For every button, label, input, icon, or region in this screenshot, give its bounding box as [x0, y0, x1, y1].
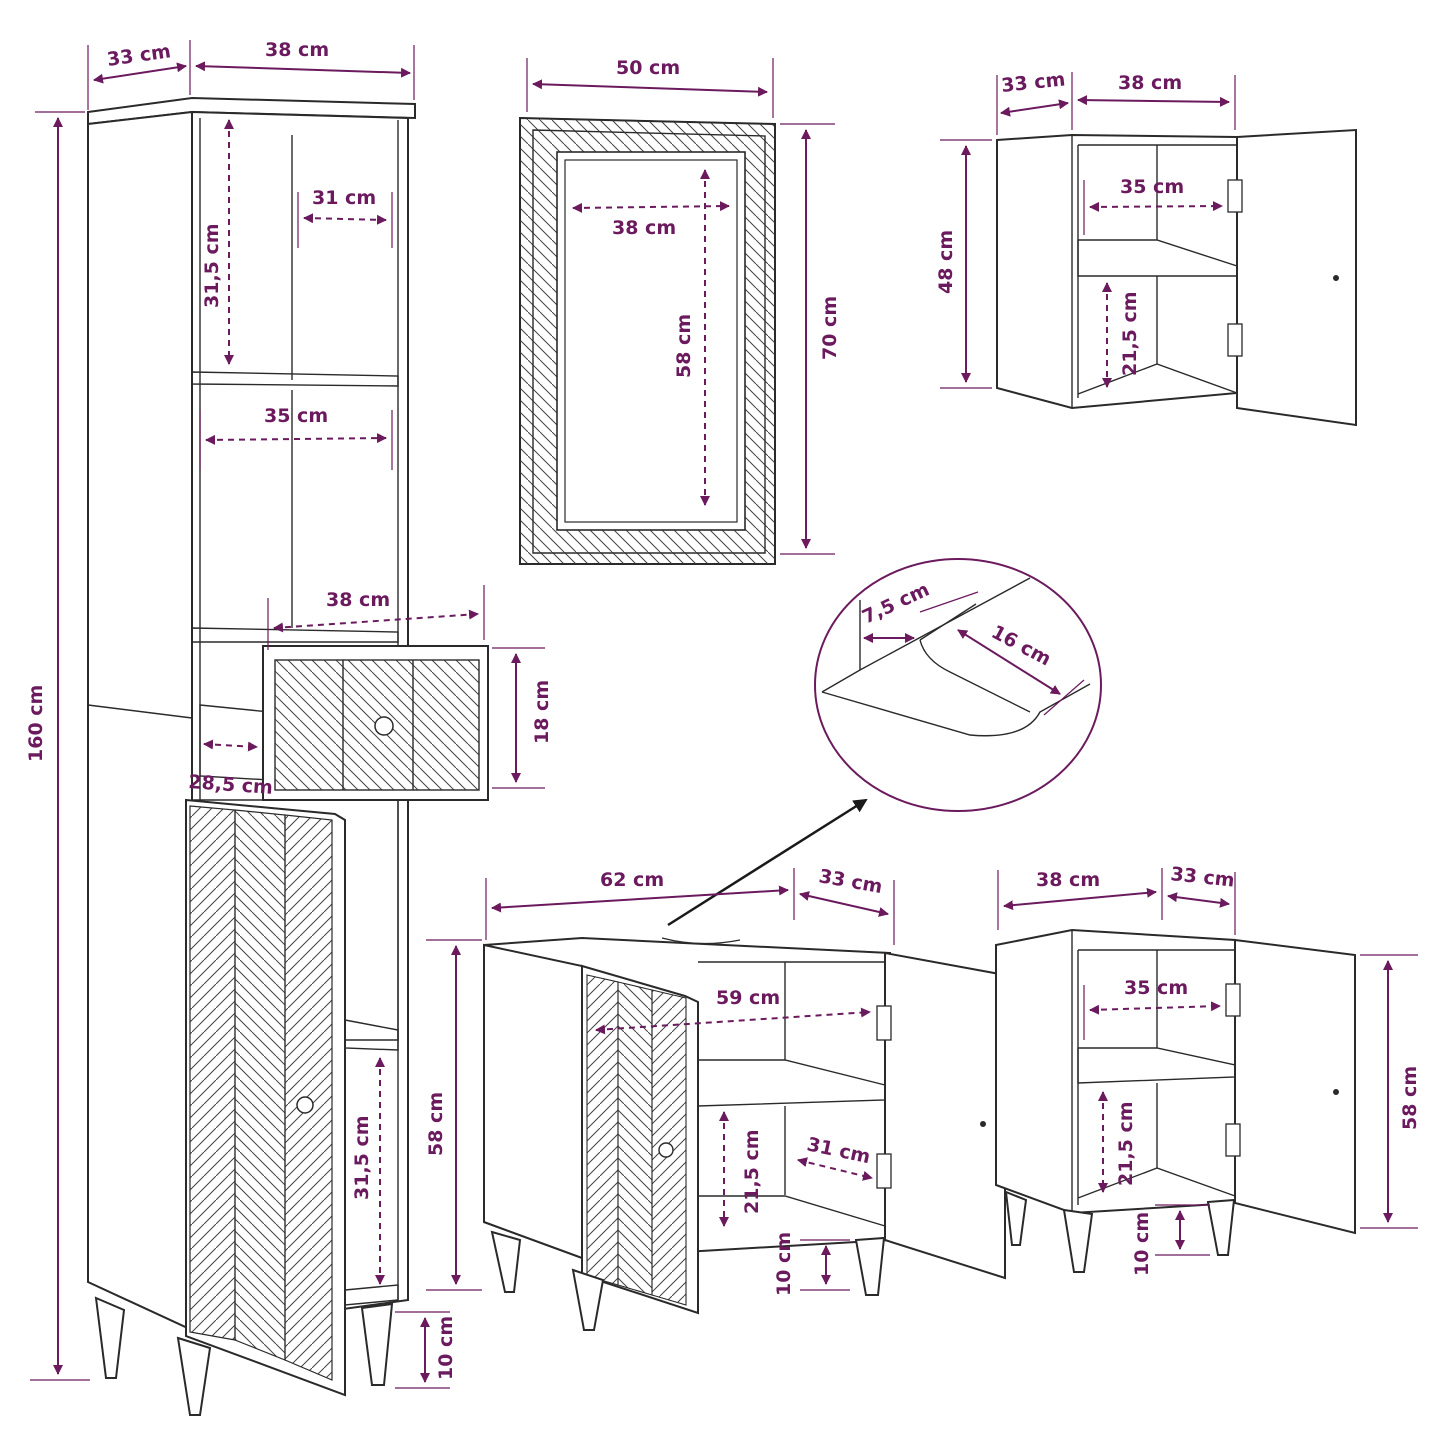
detail-pointer-arrow	[667, 798, 868, 927]
mirror-width-label: 50 cm	[616, 57, 680, 79]
tall-cabinet	[87, 96, 489, 1416]
small-leg-height-label: 10 cm	[1131, 1212, 1153, 1276]
sink-depth-label: 33 cm	[817, 865, 884, 898]
small-cabinet	[995, 928, 1356, 1273]
mirror-inner-width-label: 38 cm	[612, 217, 676, 239]
tall-mid-shelf-width-label: 35 cm	[264, 405, 328, 427]
small-width-label: 38 cm	[1036, 869, 1100, 891]
sink-inner-width-label: 59 cm	[716, 987, 780, 1009]
small-inner-width-label: 35 cm	[1124, 977, 1188, 999]
tall-top-shelf-height-label: 31,5 cm	[201, 223, 223, 308]
sink-width-label: 62 cm	[600, 869, 664, 891]
mirror-height-label: 70 cm	[819, 296, 841, 360]
tall-depth-label: 33 cm	[106, 40, 173, 71]
tall-top-shelf-depth-label: 31 cm	[312, 187, 376, 209]
tall-drawer-height-label: 18 cm	[531, 680, 553, 744]
tall-leg-height-label: 10 cm	[435, 1316, 457, 1380]
tall-bottom-shelf-height-label: 31,5 cm	[351, 1115, 373, 1200]
wall-inner-width-label: 35 cm	[1120, 176, 1184, 198]
wall-cabinet	[996, 128, 1357, 427]
tall-height-label: 160 cm	[25, 685, 47, 762]
sink-shelf-height-label: 21,5 cm	[741, 1129, 763, 1214]
mirror-inner-height-label: 58 cm	[673, 314, 695, 378]
dimension-lines	[30, 40, 1418, 1389]
small-shelf-height-label: 21,5 cm	[1115, 1101, 1137, 1186]
wall-width-label: 38 cm	[1118, 72, 1182, 94]
small-depth-label: 33 cm	[1169, 863, 1235, 892]
wall-height-label: 48 cm	[935, 230, 957, 294]
mirror	[519, 116, 776, 565]
wall-shelf-height-label: 21,5 cm	[1119, 291, 1141, 376]
small-height-label: 58 cm	[1399, 1066, 1421, 1130]
sink-leg-height-label: 10 cm	[773, 1232, 795, 1296]
detail-cutout	[814, 558, 1102, 812]
sink-height-label: 58 cm	[425, 1092, 447, 1156]
tall-width-label: 38 cm	[265, 39, 329, 61]
tall-drawer-width-label: 38 cm	[326, 589, 390, 611]
wall-depth-label: 33 cm	[1000, 68, 1066, 97]
